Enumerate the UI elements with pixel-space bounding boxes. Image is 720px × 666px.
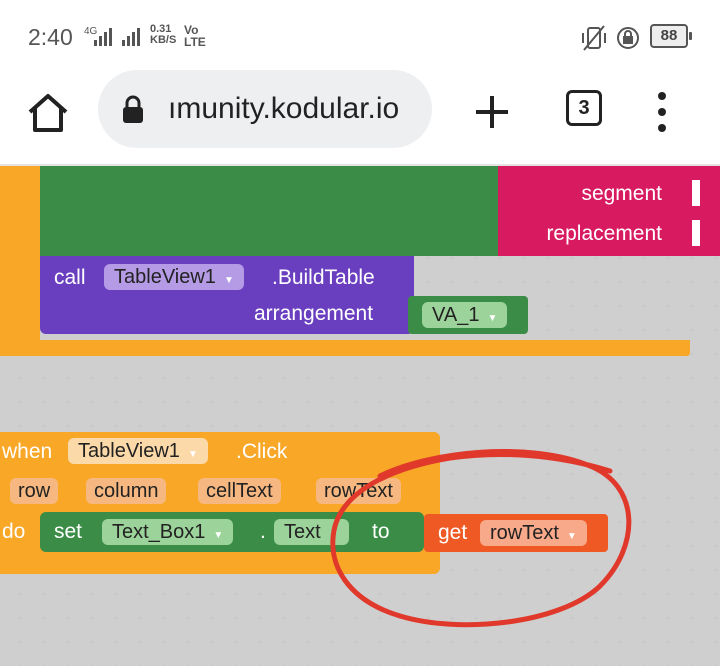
event-name: .Click bbox=[236, 440, 288, 463]
call-method: .BuildTable bbox=[272, 266, 375, 289]
home-icon[interactable] bbox=[24, 88, 72, 136]
toolbar-divider bbox=[0, 164, 720, 166]
segment-label: segment bbox=[581, 182, 662, 205]
address-bar[interactable]: ımunity.kodular.io bbox=[98, 70, 432, 148]
param-celltext[interactable]: cellText bbox=[198, 478, 281, 504]
lock-icon bbox=[123, 95, 143, 123]
replace-block[interactable]: segment replacement bbox=[498, 166, 720, 256]
param-row[interactable]: row bbox=[10, 478, 59, 504]
set-keyword: set bbox=[54, 520, 83, 543]
red-circle-annotation bbox=[330, 449, 632, 628]
orange-container-block[interactable] bbox=[0, 166, 40, 356]
tab-switcher-button[interactable]: 3 bbox=[566, 90, 602, 126]
get-keyword: get bbox=[438, 521, 468, 544]
chevron-down-icon: ▼ bbox=[223, 275, 234, 286]
url-text[interactable]: ımunity.kodular.io bbox=[168, 92, 400, 125]
battery-icon: 88 bbox=[650, 24, 692, 48]
chevron-down-icon: ▼ bbox=[187, 449, 198, 460]
get-variable-dropdown[interactable]: rowText▼ bbox=[480, 520, 587, 546]
set-dot: . bbox=[260, 520, 266, 543]
green-text-block[interactable] bbox=[40, 166, 498, 256]
chevron-down-icon: ▼ bbox=[566, 531, 577, 542]
va1-component-block[interactable]: VA_1▼ bbox=[408, 296, 528, 334]
get-rowtext-block[interactable]: get rowText▼ bbox=[424, 514, 608, 552]
replacement-value-block[interactable] bbox=[700, 218, 720, 248]
chevron-down-icon: ▼ bbox=[213, 530, 224, 541]
when-keyword: when bbox=[2, 440, 53, 463]
do-keyword: do bbox=[2, 520, 26, 543]
call-keyword: call bbox=[54, 266, 86, 289]
network-speed: 0.31 KB/S bbox=[150, 23, 177, 46]
param-column[interactable]: column bbox=[86, 478, 167, 504]
network-type: 4G bbox=[84, 26, 98, 37]
event-component-dropdown[interactable]: TableView1▼ bbox=[68, 438, 208, 464]
call-component-dropdown[interactable]: TableView1▼ bbox=[104, 264, 244, 290]
orange-container-bottom bbox=[0, 340, 690, 356]
more-options-icon[interactable] bbox=[652, 90, 672, 134]
volte-icon: Vo LTE bbox=[184, 23, 206, 49]
replacement-label: replacement bbox=[546, 222, 662, 245]
arrangement-label: arrangement bbox=[254, 302, 374, 325]
call-buildtable-block[interactable]: call TableView1▼ .BuildTable arrangement bbox=[40, 256, 414, 334]
rotation-lock-icon bbox=[617, 27, 639, 49]
to-keyword: to bbox=[372, 520, 390, 543]
segment-value-block[interactable] bbox=[700, 178, 720, 208]
browser-toolbar: ımunity.kodular.io 3 bbox=[0, 70, 720, 162]
va1-dropdown[interactable]: VA_1▼ bbox=[422, 302, 508, 328]
blocks-workspace[interactable]: segment replacement call TableView1▼ .Bu… bbox=[0, 166, 720, 666]
chevron-down-icon: ▼ bbox=[487, 313, 498, 324]
signal-icon: 4G bbox=[84, 26, 140, 46]
vibrate-and-lock-icons bbox=[582, 25, 639, 51]
status-bar: 2:40 4G 0.31 KB/S Vo LTE 88 bbox=[0, 0, 720, 70]
new-tab-icon[interactable] bbox=[470, 90, 514, 134]
set-component-dropdown[interactable]: Text_Box1▼ bbox=[102, 519, 234, 545]
vibrate-icon bbox=[582, 25, 606, 51]
status-time: 2:40 bbox=[28, 24, 73, 50]
